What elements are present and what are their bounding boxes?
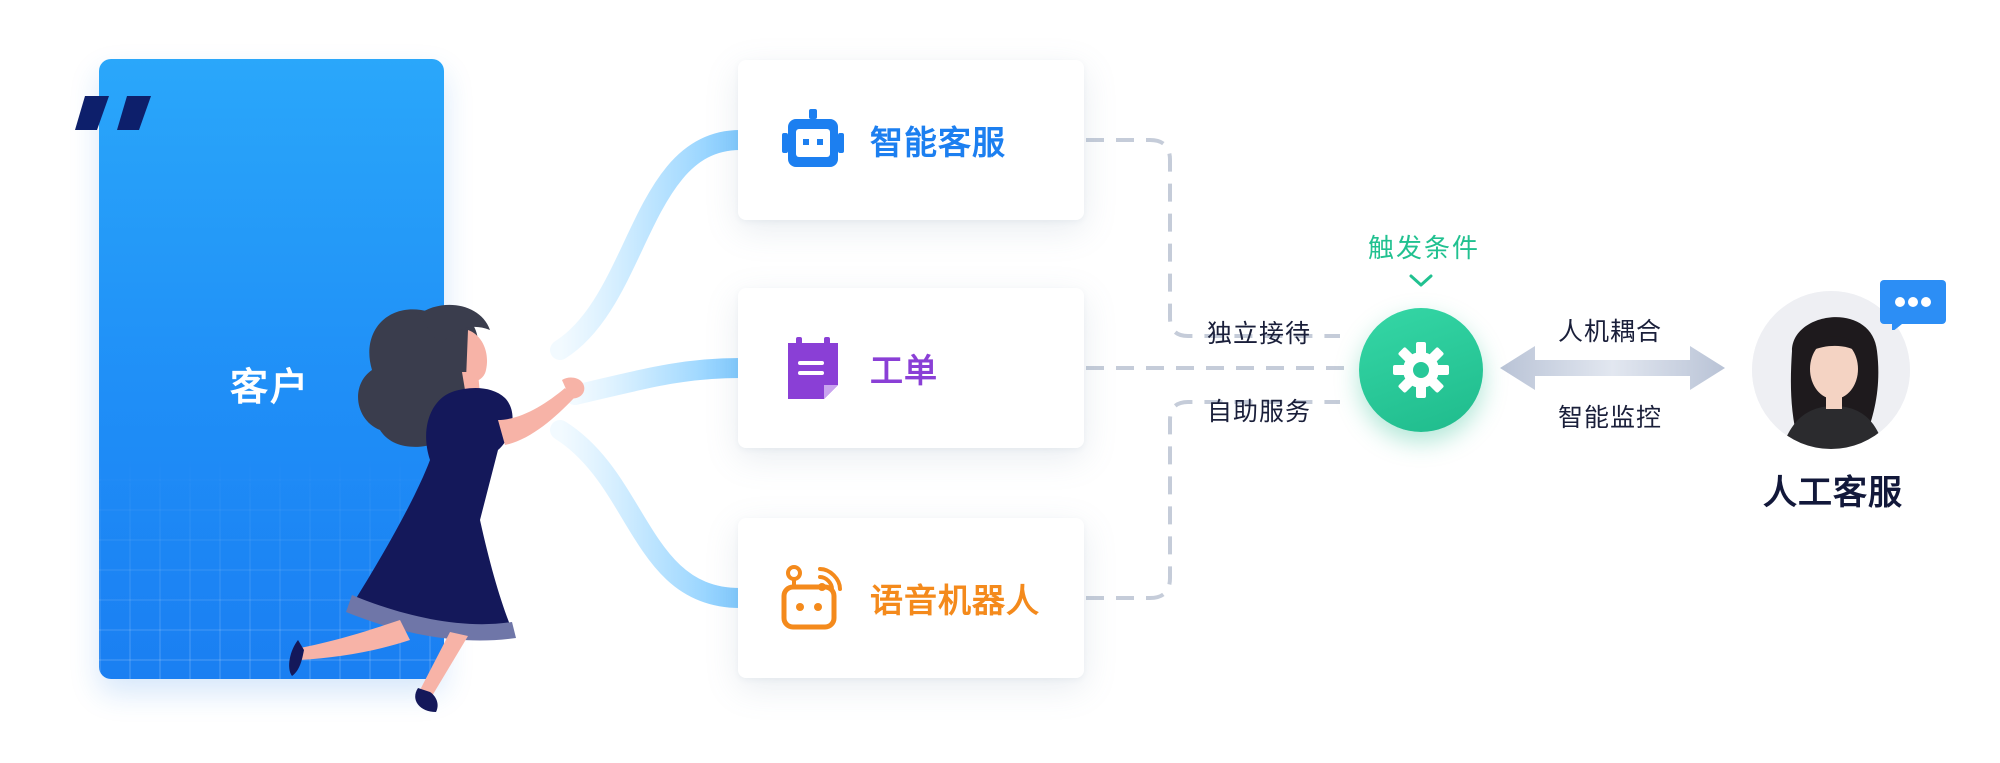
flow-to-ai bbox=[550, 130, 750, 360]
channel-label: 工单 bbox=[870, 351, 938, 390]
channel-card-ai-service[interactable]: 智能客服 bbox=[738, 60, 1084, 220]
human-agent-label: 人工客服 bbox=[1763, 473, 1903, 513]
human-machine-coupling-label: 人机耦合 bbox=[1558, 317, 1663, 346]
channel-card-ticket[interactable]: 工单 bbox=[738, 288, 1084, 448]
customer-label: 客户 bbox=[230, 365, 311, 409]
chevron-down-icon bbox=[1409, 274, 1433, 287]
channel-card-voice-robot[interactable]: 语音机器人 bbox=[738, 518, 1084, 678]
robot-icon bbox=[782, 109, 844, 167]
avatar bbox=[1752, 291, 1910, 449]
gear-icon bbox=[1393, 342, 1449, 398]
voice-robot-icon bbox=[781, 565, 842, 630]
channel-label: 智能客服 bbox=[870, 123, 1006, 162]
independent-reception-label: 独立接待 bbox=[1207, 319, 1312, 348]
trigger-node bbox=[1359, 308, 1483, 432]
ticket-icon bbox=[788, 337, 838, 399]
dashed-connector-ai bbox=[1086, 138, 1340, 338]
self-service-label: 自助服务 bbox=[1207, 397, 1312, 426]
agent-portrait bbox=[1752, 291, 1910, 449]
dashed-connector-voice bbox=[1086, 400, 1340, 600]
channel-label: 语音机器人 bbox=[870, 581, 1040, 620]
bidirectional-arrow bbox=[1500, 346, 1725, 390]
trigger-condition-label: 触发条件 bbox=[1368, 234, 1481, 264]
quote-mark-icon bbox=[75, 96, 151, 130]
chat-bubble-icon bbox=[1880, 280, 1946, 330]
flow-to-voice bbox=[550, 420, 750, 608]
intelligent-monitoring-label: 智能监控 bbox=[1558, 403, 1663, 432]
flow-to-ticket bbox=[565, 358, 750, 405]
